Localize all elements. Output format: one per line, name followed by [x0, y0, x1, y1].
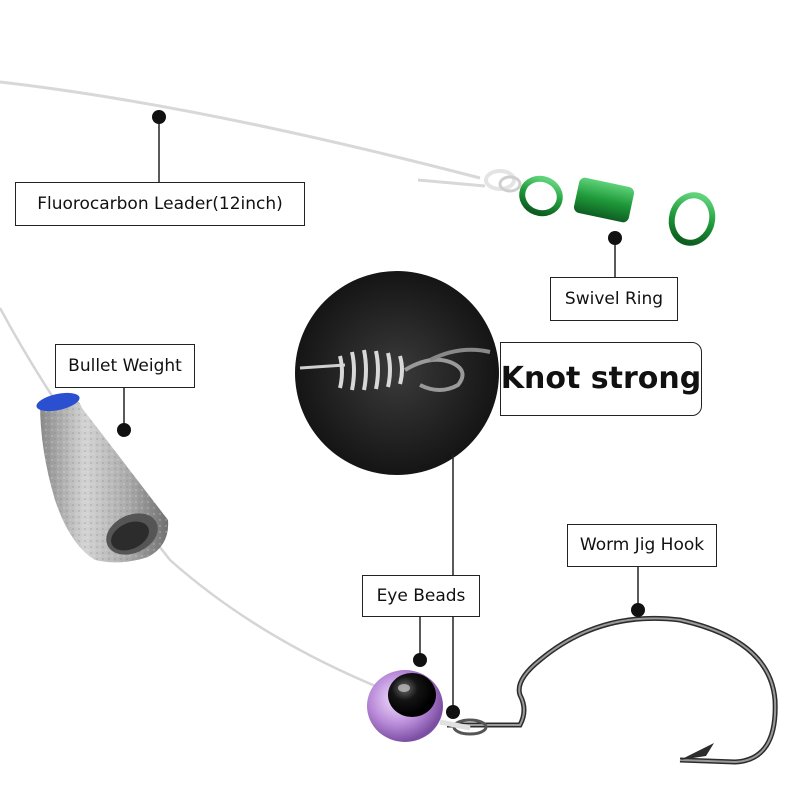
- leader-line: [0, 80, 481, 180]
- leader-line-tag: [417, 178, 486, 188]
- callout-dots: [117, 110, 645, 719]
- knot-closeup: [295, 271, 499, 475]
- label-leader: Fluorocarbon Leader(12inch): [15, 182, 305, 226]
- label-weight: Bullet Weight: [55, 344, 195, 388]
- label-beads: Eye Beads: [362, 575, 480, 617]
- leader-knot: [484, 169, 522, 193]
- label-hook: Worm Jig Hook: [567, 524, 717, 567]
- main-line: [0, 307, 391, 694]
- callout-lines: [123, 117, 639, 712]
- worm-jig-hook: [439, 615, 778, 765]
- label-knot: Knot strong: [500, 342, 702, 416]
- bullet-weight: [36, 392, 169, 563]
- eye-bead: [367, 670, 443, 742]
- swivel-ring: [519, 175, 716, 246]
- label-swivel: Swivel Ring: [550, 277, 678, 321]
